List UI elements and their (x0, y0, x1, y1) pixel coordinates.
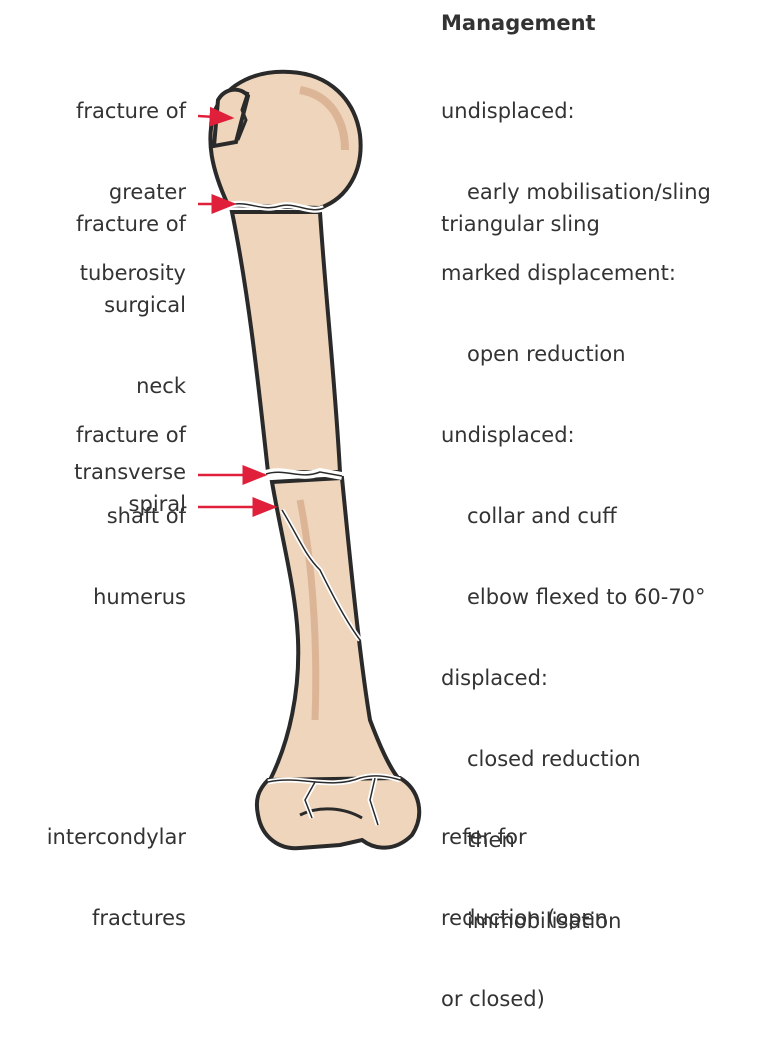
label-line: intercondylar (47, 824, 186, 851)
distal-condyles (257, 778, 419, 848)
management-line: collar and cuff (441, 503, 706, 530)
management-intercondylar: refer for reduction (open or closed) (441, 770, 608, 1040)
management-line: marked displacement: (441, 260, 711, 287)
label-line: fracture of (76, 98, 186, 125)
management-line: early mobilisation/sling (441, 179, 711, 206)
management-line: refer for (441, 824, 608, 851)
label-spiral: spiral (129, 491, 186, 518)
label-line: fracture of (76, 422, 186, 449)
management-line: open reduction (441, 341, 711, 368)
management-heading: Management (441, 10, 596, 37)
management-surgical-neck: triangular sling (441, 211, 600, 238)
label-line: humerus (76, 584, 186, 611)
management-line: reduction (open (441, 905, 608, 932)
management-line: displaced: (441, 665, 706, 692)
management-line: undisplaced: (441, 98, 711, 125)
label-line: surgical (76, 292, 186, 319)
label-intercondylar: intercondylar fractures (47, 770, 186, 959)
management-line: undisplaced: (441, 422, 706, 449)
humerus-shaft-upper (232, 212, 340, 472)
label-line: fractures (47, 905, 186, 932)
management-line: closed reduction (441, 746, 706, 773)
label-transverse: transverse (74, 459, 186, 486)
management-line: elbow flexed to 60-70° (441, 584, 706, 611)
management-line: or closed) (441, 986, 608, 1013)
label-line: fracture of (76, 211, 186, 238)
